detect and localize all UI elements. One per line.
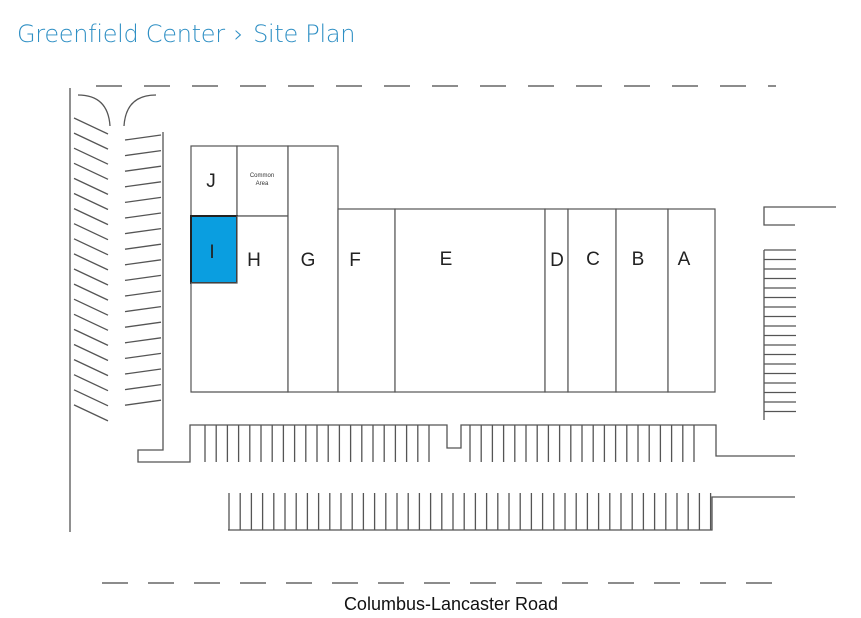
unit-i[interactable] [190,215,238,284]
parking-stall-line [73,117,109,135]
parking-stall-line [73,313,109,331]
curb-left-lot [137,132,795,463]
unit-label-c: C [586,249,600,270]
parking-stall-line [124,259,162,266]
entrance-curb-right [123,94,157,127]
parking-stall-line [124,212,162,219]
parking-stall-line [124,196,162,204]
parking-stall-line [124,337,162,344]
parking-stall-line [73,343,109,362]
parking-stall-line [124,149,162,157]
parking-stall-line [73,268,109,286]
unit-common-area [236,145,289,217]
right-parking-row [763,249,796,420]
parking-stall-line [73,283,109,301]
unit-label-j: J [206,171,216,192]
parking-stall-line [73,147,109,165]
unit-c[interactable] [567,208,617,393]
unit-label-h: H [247,250,261,271]
lower-parking-row [228,493,712,530]
parking-stall-line [73,208,109,226]
unit-label-e: E [440,249,453,270]
parking-stall-line [124,274,162,282]
breadcrumb-current-page: Site Plan [253,20,356,48]
entrance-curb-left [77,94,111,127]
unit-label-b: B [632,249,645,270]
parking-stall-line [73,192,109,211]
unit-a[interactable] [667,208,716,393]
unit-label-i: I [209,242,214,263]
parking-stall-line [73,359,109,377]
parking-stall-line [124,243,162,250]
unit-d[interactable] [544,208,569,393]
parking-stall-line [124,181,162,188]
parking-stall-line [73,162,109,180]
unit-label-a: A [678,249,691,270]
building: J Common Area I H G F E D C B A [190,145,716,393]
left-angled-parking-west [73,117,109,422]
front-parking-row [204,425,695,462]
common-area-label-line1: Common [250,173,274,179]
unit-g[interactable] [287,145,339,393]
right-lot-edge [763,206,836,226]
parking-stall-line [124,165,162,172]
parking-stall-line [124,368,162,375]
left-angled-parking-east [124,134,162,406]
parking-stall-line [73,253,109,271]
parking-stall-line [73,223,109,241]
road-label: Columbus-Lancaster Road [344,594,558,614]
parking-stall-line [124,399,162,406]
breadcrumb-separator: › [233,20,244,48]
parking-stall-line [73,404,109,422]
parking-stall-line [73,238,109,256]
parking-stall-line [124,383,162,391]
unit-label-d: D [550,250,564,271]
parking-stall-line [73,177,109,195]
unit-b[interactable] [615,208,669,393]
parking-stall-line [73,328,109,346]
parking-stall-line [124,134,162,141]
parking-stall-line [124,305,162,313]
parking-stall-line [124,290,162,297]
parking-stall-line [73,132,109,150]
breadcrumb: Greenfield Center › Site Plan [17,20,355,48]
parking-stall-line [73,389,109,407]
parking-stall-line [73,374,109,392]
parking-stall-line [124,352,162,360]
unit-e[interactable] [394,208,546,393]
unit-f[interactable] [337,208,396,393]
parking-stall-line [73,298,109,316]
common-area-label-line2: Area [256,181,269,187]
parking-stall-line [124,321,162,328]
parking-stall-line [124,227,162,235]
breadcrumb-greenfield-center[interactable]: Greenfield Center [17,20,225,48]
lower-lot-edge [228,496,795,531]
unit-label-f: F [349,250,361,271]
unit-label-g: G [301,250,316,271]
